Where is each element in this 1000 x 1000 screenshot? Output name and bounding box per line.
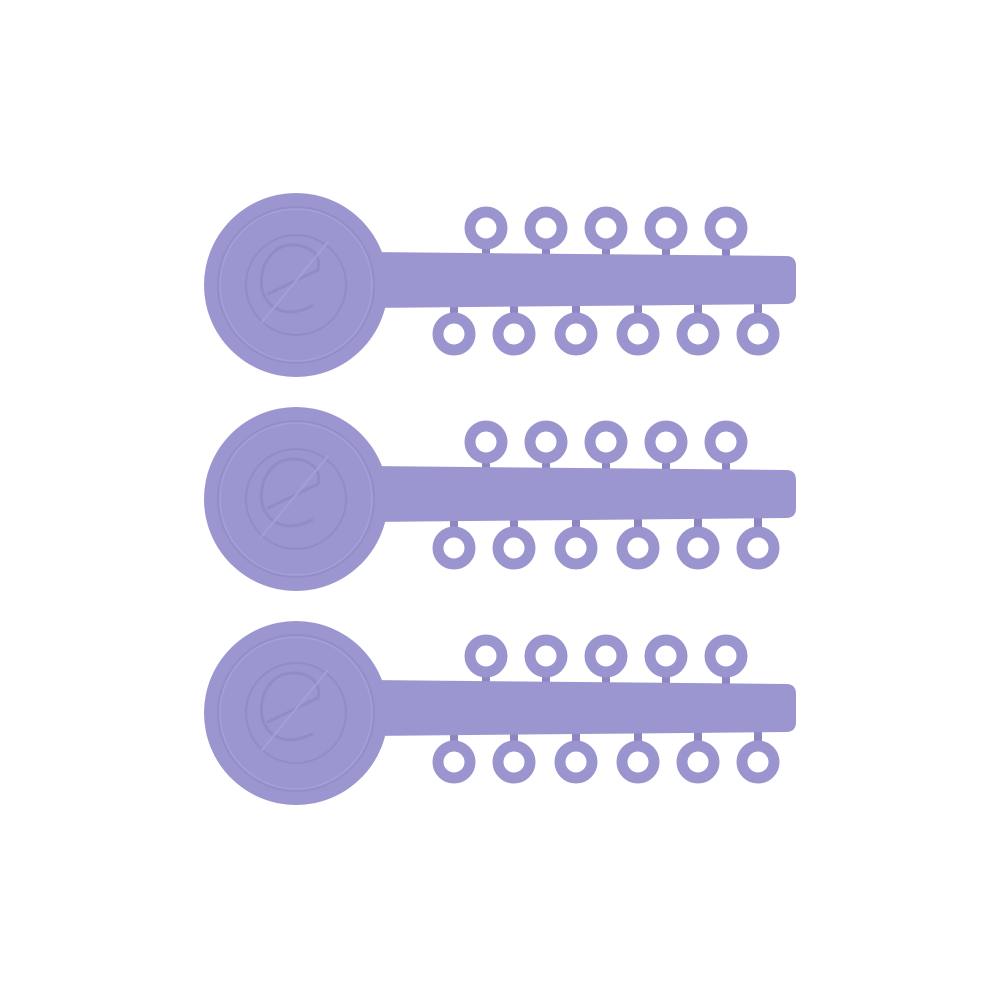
pull-tab-emboss-highlight [219, 636, 373, 790]
circle-e-logo-icon [245, 234, 347, 336]
ligature-ring-bottom [736, 526, 780, 570]
strip-bar [372, 252, 796, 308]
ligature-ring-bottom [736, 740, 780, 784]
ligature-ring-bottom [492, 526, 536, 570]
ring-connector [662, 240, 670, 260]
ring-connector [572, 300, 580, 322]
ligature-ring-top [644, 634, 688, 678]
ligature-ring-top [644, 206, 688, 250]
pull-tab-emboss-ring [217, 634, 375, 792]
ligature-ring-bottom [554, 526, 598, 570]
ring-connector [634, 728, 642, 750]
ligature-ring-bottom [736, 312, 780, 356]
ring-connector [482, 454, 490, 474]
ligature-ring-top [584, 206, 628, 250]
ring-connector [482, 240, 490, 260]
ligature-ring-top [464, 634, 508, 678]
ring-connector [542, 240, 550, 260]
ring-connector [634, 514, 642, 536]
ring-connector [510, 300, 518, 322]
ligature-ring-top [584, 420, 628, 464]
ring-connector [694, 300, 702, 322]
ligature-ring-bottom [676, 740, 720, 784]
ring-connector [602, 454, 610, 474]
ligature-ring-bottom [492, 740, 536, 784]
ligature-ring-bottom [554, 312, 598, 356]
pull-tab [204, 193, 388, 377]
ligature-ring-bottom [616, 740, 660, 784]
ring-connector [572, 514, 580, 536]
ligature-ring-top [644, 420, 688, 464]
ligature-ring-top [464, 420, 508, 464]
ring-connector [510, 514, 518, 536]
ring-connector [662, 454, 670, 474]
ligature-ring-bottom [676, 312, 720, 356]
ligature-ring-top [704, 420, 748, 464]
ring-connector [542, 454, 550, 474]
ligature-ring-top [464, 206, 508, 250]
ring-connector [694, 728, 702, 750]
ligature-strip [204, 193, 796, 377]
ligature-ring-bottom [554, 740, 598, 784]
circle-e-logo-icon [245, 448, 347, 550]
ring-connector [722, 240, 730, 260]
strip-bar [372, 680, 796, 736]
strips-layer [204, 193, 796, 805]
ligature-ring-top [524, 634, 568, 678]
ligature-ring-bottom [616, 312, 660, 356]
ring-connector [542, 668, 550, 688]
ring-connector [694, 514, 702, 536]
ring-connector [482, 668, 490, 688]
ring-connector [602, 240, 610, 260]
ring-connector [754, 514, 762, 536]
pull-tab [204, 621, 388, 805]
pull-tab-emboss-highlight [219, 208, 373, 362]
ring-connector [450, 514, 458, 536]
ligature-ring-bottom [616, 526, 660, 570]
ligature-ring-bottom [492, 312, 536, 356]
ligature-strip [204, 621, 796, 805]
ligature-ring-top [704, 206, 748, 250]
ring-connector [722, 668, 730, 688]
ligature-ring-top [584, 634, 628, 678]
circle-e-logo-icon [245, 662, 347, 764]
pull-tab-emboss-ring [217, 206, 375, 364]
ring-connector [754, 728, 762, 750]
ligature-ring-top [524, 206, 568, 250]
ligature-ring-bottom [432, 312, 476, 356]
ring-connector [754, 300, 762, 322]
ligature-strip [204, 407, 796, 591]
ligature-ring-bottom [432, 526, 476, 570]
pull-tab-emboss-ring [217, 420, 375, 578]
ligature-ring-top [704, 634, 748, 678]
strip-bar [372, 466, 796, 522]
ring-connector [572, 728, 580, 750]
pull-tab [204, 407, 388, 591]
ring-connector [602, 668, 610, 688]
ring-connector [722, 454, 730, 474]
ligature-ring-bottom [676, 526, 720, 570]
ligature-ring-top [524, 420, 568, 464]
ligature-ring-bottom [432, 740, 476, 784]
ring-connector [450, 300, 458, 322]
ring-connector [634, 300, 642, 322]
pull-tab-emboss-highlight [219, 422, 373, 576]
ring-connector [450, 728, 458, 750]
ring-connector [510, 728, 518, 750]
ring-connector [662, 668, 670, 688]
